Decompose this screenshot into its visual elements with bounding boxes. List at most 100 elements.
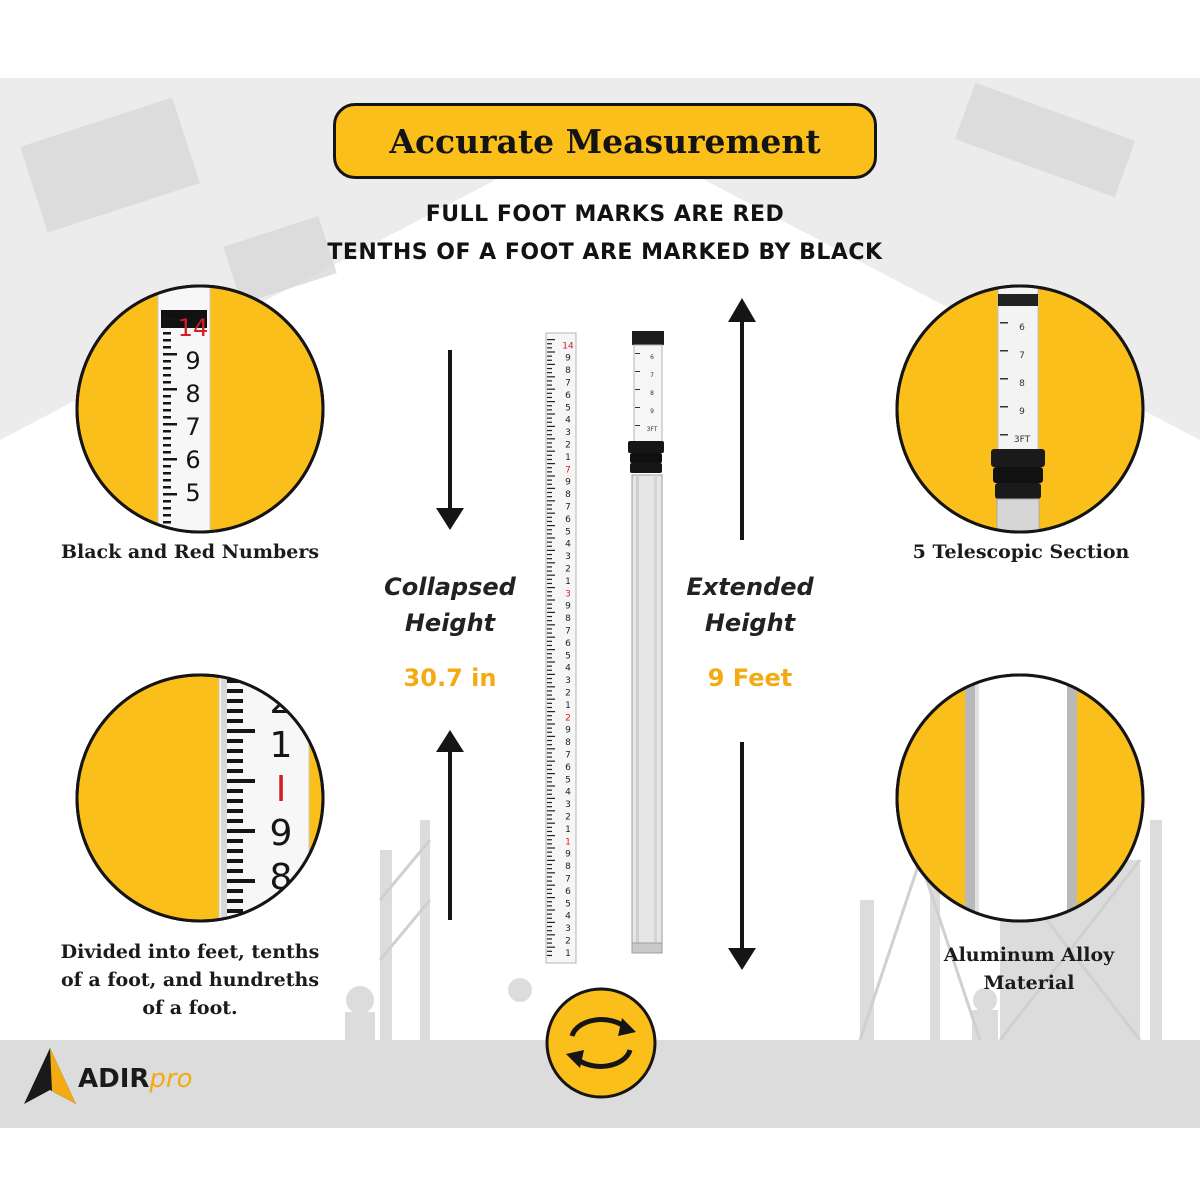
rod-tick [547, 785, 555, 787]
rod-tick [547, 392, 552, 394]
zoom-tick [163, 437, 171, 440]
zoom-tick [227, 749, 243, 753]
rod-tick [547, 748, 555, 750]
rod-tick [547, 789, 552, 791]
collapsed-height-label: Collapsed Height [384, 573, 516, 637]
extended-height-value: 9 Feet [707, 664, 793, 692]
rod-tick [547, 611, 555, 613]
zoom-tick [227, 689, 243, 693]
zoom-number: 9 [1019, 407, 1025, 417]
rotate-view-icon [545, 987, 657, 1099]
rod-number: 1 [565, 577, 571, 587]
zoom-tick [1000, 350, 1008, 352]
rod-tick [547, 859, 555, 861]
rod-number: 3 [565, 924, 571, 934]
rod-tick [547, 413, 555, 415]
rod-tick [547, 719, 552, 721]
rod-number: 4 [565, 912, 571, 922]
zoom-tick [163, 416, 171, 419]
rod-number: 2 [565, 713, 571, 723]
rod-tick [547, 463, 555, 465]
rod-tick [547, 429, 552, 432]
rod-tick [547, 756, 552, 758]
zoom-tick [163, 486, 171, 489]
zoom-number: 1 [270, 725, 293, 766]
rod-tick [547, 367, 552, 370]
rod-number: 1 [565, 701, 571, 711]
zoom-tick [227, 769, 243, 773]
zoom-tick [227, 699, 243, 703]
rod-tick [547, 901, 552, 903]
zoom-number: 9 [270, 813, 293, 854]
zoom-number: 5 [185, 479, 200, 507]
rod-number: 3 [565, 428, 571, 438]
rod-tick [547, 553, 552, 556]
rod-tick [547, 520, 552, 523]
rod-tick [547, 541, 552, 543]
rod-number: 6 [565, 887, 571, 897]
rod-number: 1 [565, 825, 571, 835]
rod-tick [547, 454, 552, 456]
rod-tick [547, 529, 552, 531]
rod-tick [547, 764, 552, 766]
rod-tick [547, 781, 552, 783]
zoom-tick [227, 879, 255, 883]
rod-tick [547, 843, 552, 845]
zoom-tick [1000, 434, 1008, 436]
rod-number: 2 [565, 813, 571, 823]
rod-tick [547, 917, 552, 919]
rod-tick [547, 471, 552, 473]
rod-tick [547, 888, 552, 890]
rod-tick [547, 735, 555, 737]
rod-tick [547, 946, 555, 948]
zoom-tick [163, 318, 177, 321]
zoom-tick [1000, 378, 1008, 380]
rod-tick [547, 851, 552, 853]
rod-number: 9 [565, 602, 571, 612]
rod-number: 5 [565, 775, 571, 785]
rod-number: 9 [565, 726, 571, 736]
zoom-tick [163, 325, 171, 328]
rod-number: 3 [565, 589, 571, 599]
rod-tick [547, 363, 555, 365]
rod-tick [547, 479, 552, 481]
rod-tick [547, 649, 555, 651]
rod-tick [547, 496, 552, 498]
zoom-tick [163, 507, 171, 510]
rod-tick [547, 380, 552, 382]
rod-tick [547, 615, 552, 618]
rod-tick [547, 855, 552, 857]
zoom-tick [163, 360, 171, 363]
rod-number: 6 [565, 515, 571, 525]
zoom-tick [227, 809, 243, 813]
zoom-tick [163, 332, 171, 335]
rod-tick [547, 442, 552, 444]
rod-tick [547, 421, 552, 423]
rod-tick [547, 752, 552, 754]
rod-tick [547, 339, 555, 341]
rod-tick [547, 351, 555, 353]
zoom-tick [163, 521, 171, 524]
zoom-tick [163, 402, 171, 405]
rod-tick [547, 814, 552, 816]
zoom-tick [163, 395, 171, 398]
zoom-number: 14 [178, 314, 209, 342]
rod-tick [547, 343, 552, 345]
rod-number: 6 [565, 639, 571, 649]
rod-tick [547, 384, 552, 386]
rod-tick [547, 760, 555, 762]
grade-rods: 1498765432179876543213987654321298765432… [545, 331, 664, 964]
rod-number: 6 [565, 763, 571, 773]
rod-tick [547, 574, 555, 576]
rod-tick [547, 657, 552, 659]
caption-aluminum: Aluminum Alloy Material [943, 944, 1115, 994]
caption-telescopic: 5 Telescopic Section [912, 541, 1130, 563]
rod-tick [547, 669, 552, 671]
rod-number: 8 [650, 390, 654, 397]
rod-number: 7 [565, 627, 571, 637]
rod-tick [547, 682, 552, 684]
rod-tick [547, 690, 552, 692]
rod-tick [547, 591, 552, 593]
zoom-number: 7 [1019, 351, 1025, 361]
rod-tick [547, 587, 555, 589]
